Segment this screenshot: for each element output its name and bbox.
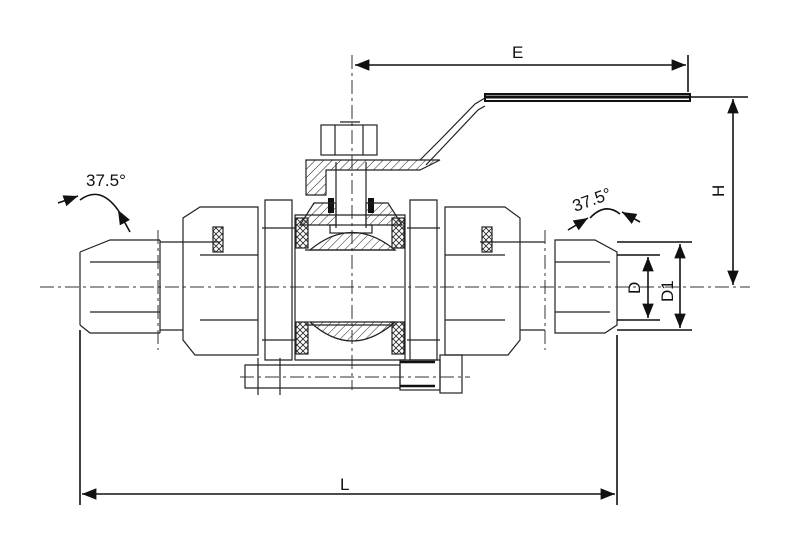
dimension-h: H [690,96,748,285]
valve-body [79,93,691,395]
dimension-e: E [355,43,689,92]
dimension-label-d: D [625,282,644,294]
angle-label-right: 37.5° [570,184,614,215]
dimension-label-h: H [709,185,728,197]
angle-right: 37.5° [567,184,641,231]
dimension-label-e: E [512,43,523,62]
dimension-l: L [79,330,618,505]
angle-left: 37.5° [57,171,131,233]
dimension-label-d1: D1 [658,280,677,302]
dimension-d1: D1 [617,241,692,331]
dimension-label-l: L [340,475,349,494]
angle-label-left: 37.5° [86,171,126,190]
dimension-d: D [617,254,660,321]
